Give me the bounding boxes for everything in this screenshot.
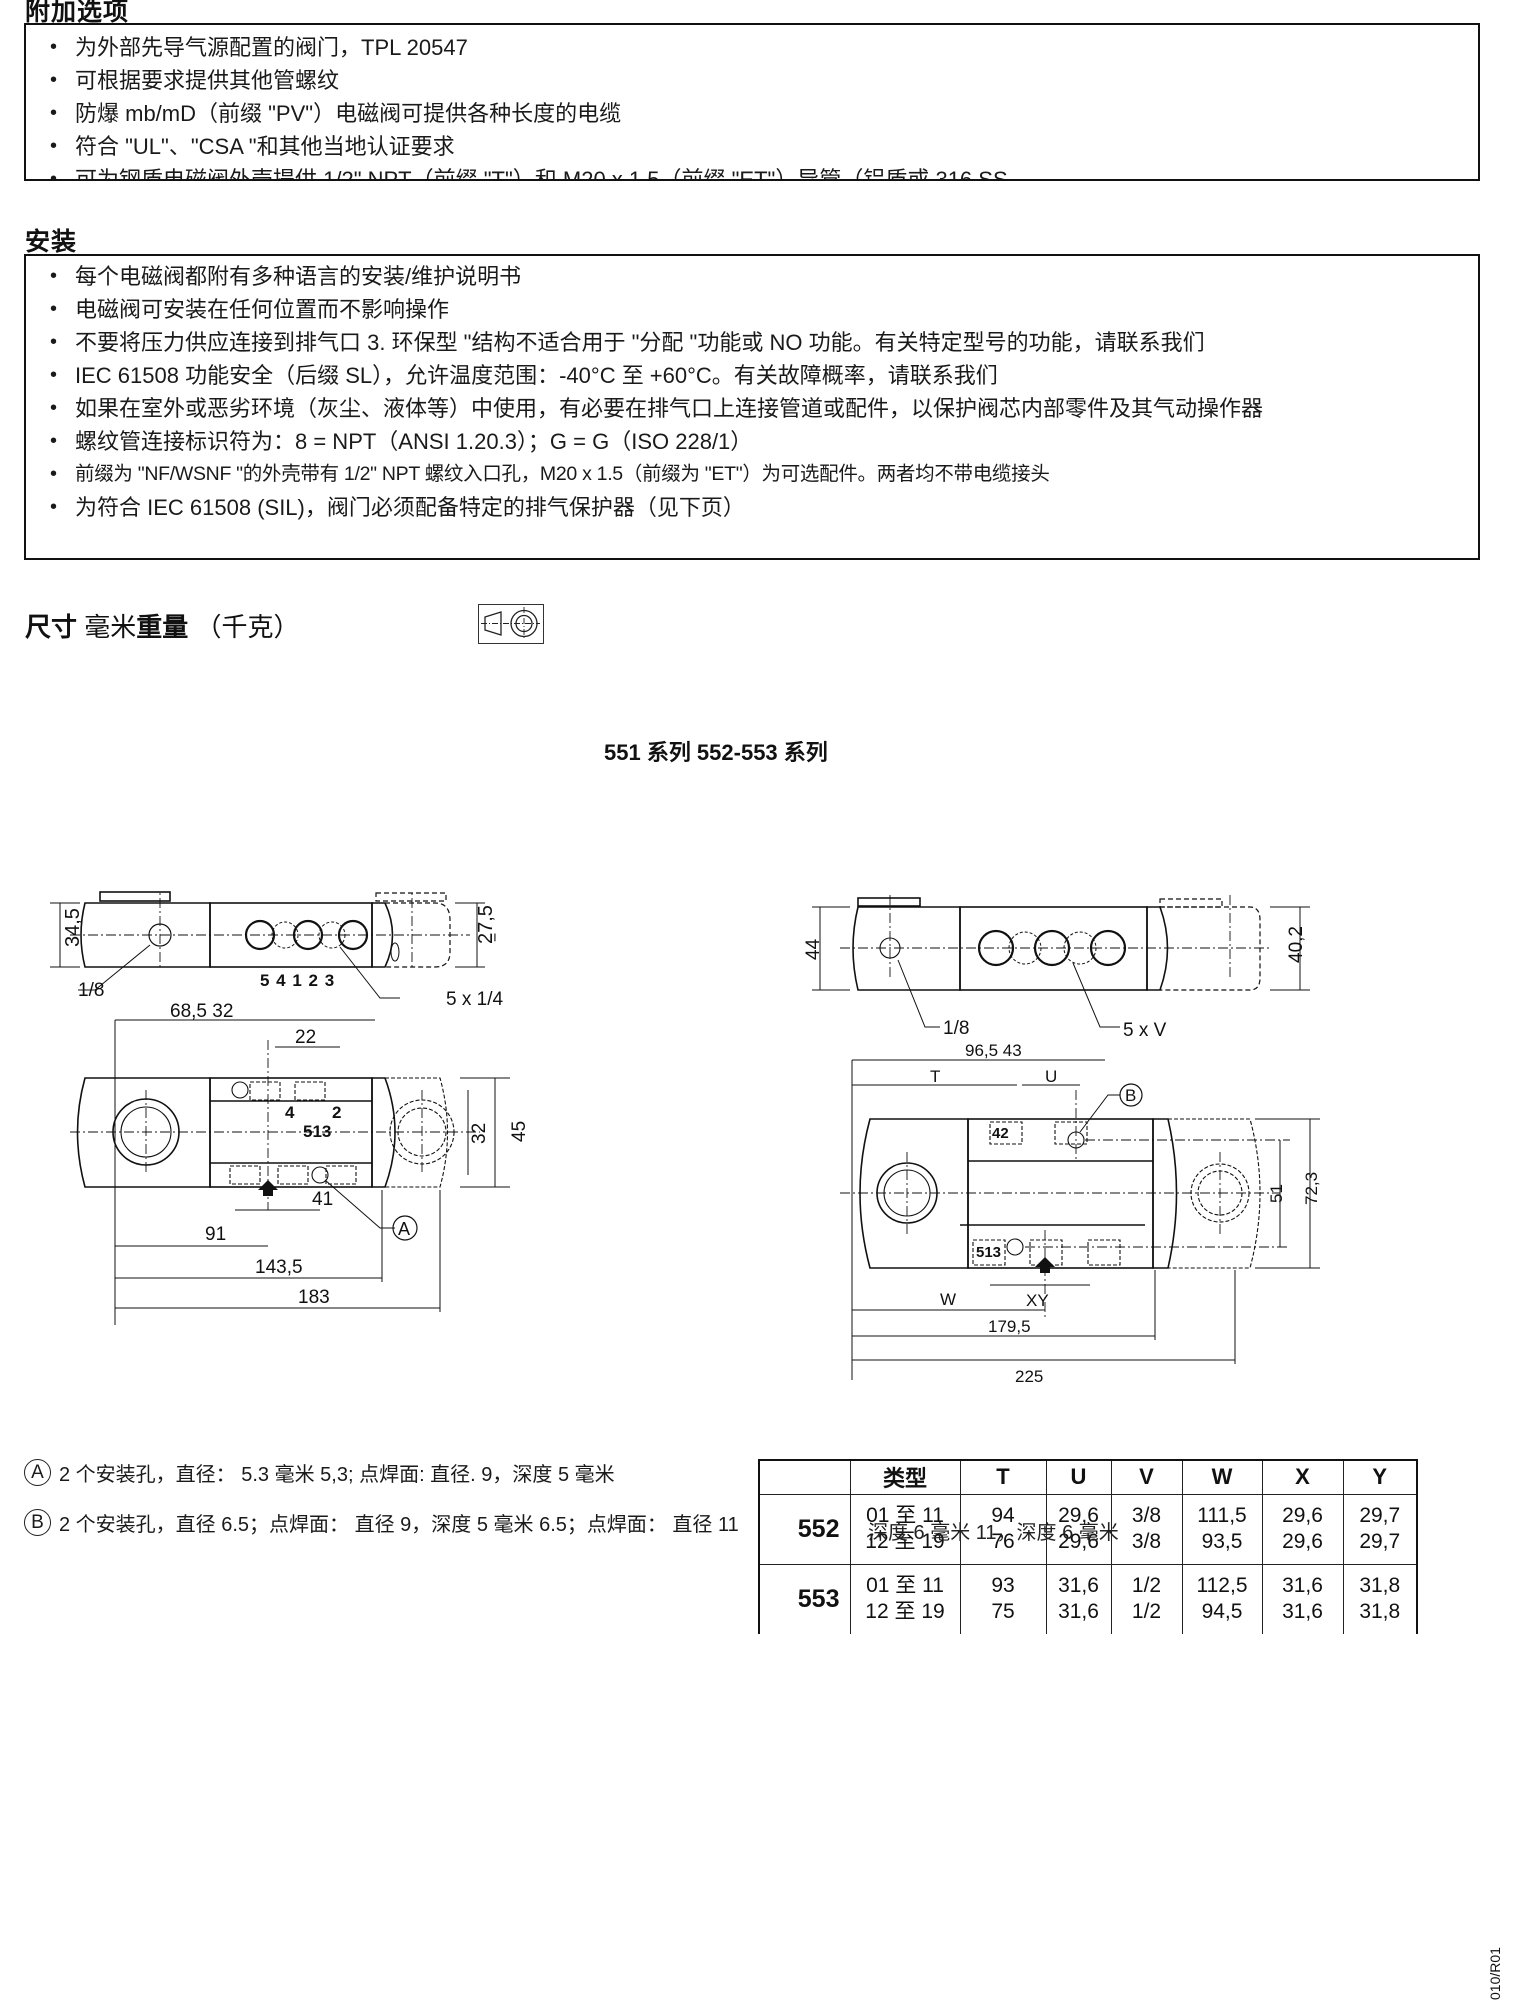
dim-68-5-32: 68,5 32 (170, 1001, 233, 1022)
series-cell: 553 (758, 1563, 851, 1634)
table-header-u: U (1045, 1459, 1112, 1495)
dim-179-5: 179,5 (988, 1317, 1031, 1336)
first-angle-projection-icon (478, 604, 544, 644)
dim-91: 91 (205, 1224, 226, 1245)
dim-183: 183 (298, 1287, 330, 1308)
note-b: B 2 个安装孔，直径 6.5；点焊面： 直径 9，深度 5 毫米 6.5；点焊… (24, 1508, 739, 1537)
dim-51: 51 (1267, 1184, 1286, 1203)
series-cell: 552 (758, 1493, 851, 1565)
dim-41: 41 (312, 1189, 333, 1210)
callout-b-icon: B (24, 1509, 51, 1536)
table-header-t: T (959, 1459, 1047, 1495)
dimensions-title-weight: 重量 (136, 612, 189, 642)
dim-40-2: 40,2 (1286, 926, 1307, 963)
note-a: A 2 个安装孔，直径： 5.3 毫米 5,3; 点焊面: 直径. 9，深度 5… (24, 1458, 615, 1487)
table-header (758, 1459, 851, 1495)
callout-a-icon: A (24, 1459, 51, 1486)
option-item: 可根据要求提供其他管螺纹 (50, 64, 1478, 97)
dim-34-5: 34,5 (62, 908, 84, 947)
install-section-title: 安装 (25, 228, 78, 256)
dim-45: 45 (509, 1121, 530, 1142)
dim-44: 44 (803, 938, 824, 960)
install-item: 电磁阀可安装在任何位置而不影响操作 (50, 293, 1478, 326)
drawing-551-series: 34,5 27,5 = 5 4 1 2 3 1/8 5 x 1/4 68,5 3… (50, 890, 530, 1325)
install-item: 不要将压力供应连接到排气口 3. 环保型 "结构不适合用于 "分配 "功能或 N… (50, 326, 1478, 359)
port-labels: 5 4 1 2 3 (260, 971, 335, 990)
pilot-port-label: 1/8 (943, 1018, 969, 1039)
option-item: 为外部先导气源配置的阀门，TPL 20547 (50, 31, 1478, 64)
dimensions-title-size: 尺寸 (25, 612, 78, 642)
port-label-42: 42 (992, 1125, 1009, 1142)
pilot-port-label: 1/8 (78, 980, 104, 1001)
dim-143-5: 143,5 (255, 1257, 303, 1278)
drawing-552-553-series: 44 40,2 1/8 5 x V 96,5 43 T U (803, 895, 1321, 1386)
install-item: 螺纹管连接标识符为：8 = NPT（ANSI 1.20.3）；G = G（ISO… (50, 425, 1478, 458)
dim-w: W (940, 1290, 956, 1309)
table-header-y: Y (1342, 1459, 1418, 1495)
option-item: 可为钢质电磁阀外壳提供 1/2" NPT（前缀 "T"）和 M20 x 1.5（… (50, 163, 1478, 179)
dimensions-title: 尺寸 毫米重量 （千克） (25, 607, 300, 644)
options-section-title: 附加选项 (25, 0, 130, 26)
install-list: 每个电磁阀都附有多种语言的安装/维护说明书 电磁阀可安装在任何位置而不影响操作 … (26, 260, 1478, 524)
install-item: 如果在室外或恶劣环境（灰尘、液体等）中使用，有必要在排气口上连接管道或配件，以保… (50, 392, 1478, 425)
options-list: 为外部先导气源配置的阀门，TPL 20547 可根据要求提供其他管螺纹 防爆 m… (26, 31, 1478, 179)
note-a-text: 2 个安装孔，直径： 5.3 毫米 5,3; 点焊面: 直径. 9，深度 5 毫… (59, 1464, 615, 1486)
option-item: 防爆 mb/mD（前缀 "PV"）电磁阀可提供各种长度的电缆 (50, 97, 1478, 130)
install-item: 前缀为 "NF/WSNF "的外壳带有 1/2" NPT 螺纹入口孔，M20 x… (50, 458, 1478, 491)
table-header-w: W (1181, 1459, 1263, 1495)
svg-text:2: 2 (332, 1103, 341, 1122)
series-title: 551 系列 552-553 系列 (604, 740, 828, 765)
table-header-x: X (1261, 1459, 1344, 1495)
note-b-text: 2 个安装孔，直径 6.5；点焊面： 直径 9，深度 5 毫米 6.5；点焊面：… (59, 1514, 739, 1536)
dim-27-5: 27,5 (475, 905, 497, 944)
svg-text:4: 4 (285, 1103, 295, 1122)
port-label-513: 513 (976, 1244, 1001, 1261)
callout-b: B (1125, 1086, 1136, 1105)
install-box: 每个电磁阀都附有多种语言的安装/维护说明书 电磁阀可安装在任何位置而不影响操作 … (24, 254, 1480, 560)
dim-xy: XY (1026, 1291, 1049, 1310)
dim-t: T (930, 1067, 940, 1086)
table-header-type: 类型 (849, 1459, 961, 1495)
dim-72-3: 72,3 (1302, 1172, 1321, 1205)
dim-22: 22 (295, 1027, 316, 1048)
port-label-513: 513 (303, 1122, 331, 1141)
svg-text:=: = (485, 933, 502, 942)
callout-a: A (398, 1219, 410, 1239)
dim-u: U (1045, 1067, 1057, 1086)
dim-32: 32 (469, 1123, 490, 1144)
table-header-v: V (1110, 1459, 1183, 1495)
dim-96-5-43: 96,5 43 (965, 1041, 1022, 1060)
dimensions-title-unit-mm: 毫米 (77, 612, 137, 642)
dimensions-title-unit-kg: （千克） (188, 612, 300, 642)
options-box: 为外部先导气源配置的阀门，TPL 20547 可根据要求提供其他管螺纹 防爆 m… (24, 23, 1480, 181)
option-item: 符合 "UL"、"CSA "和其他当地认证要求 (50, 130, 1478, 163)
document-code: 010/R01 (1487, 1947, 1503, 2000)
ports-label: 5 x 1/4 (446, 989, 503, 1010)
install-item: 为符合 IEC 61508 (SIL)，阀门必须配备特定的排气保护器（见下页） (50, 491, 1478, 524)
table-header-row: 类型 T U V W X Y (758, 1459, 1418, 1495)
install-item: IEC 61508 功能安全（后缀 SL），允许温度范围：-40°C 至 +60… (50, 359, 1478, 392)
install-item: 每个电磁阀都附有多种语言的安装/维护说明书 (50, 260, 1478, 293)
ports-label: 5 x V (1123, 1020, 1167, 1041)
dim-225: 225 (1015, 1367, 1043, 1386)
